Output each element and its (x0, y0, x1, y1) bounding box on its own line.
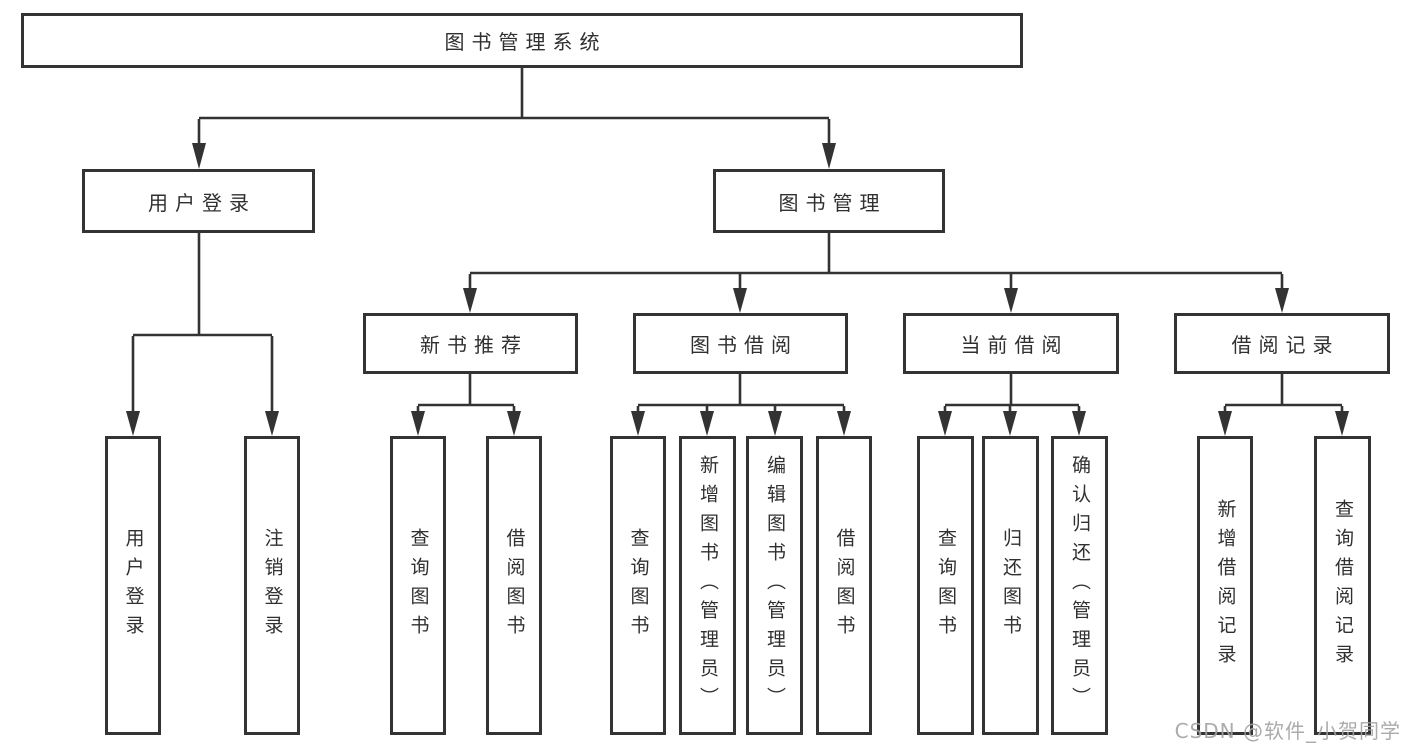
connector-root-to-level2 (197, 68, 831, 146)
leaf-label: 新增图书（管理员） (696, 455, 719, 716)
leaf-confirm-return-admin: 确认归还（管理员） (1051, 436, 1108, 735)
leaf-label: 归还图书 (999, 527, 1022, 644)
leaf-label: 查询图书 (627, 527, 650, 644)
arrowhead (507, 411, 521, 436)
leaf-query-borrow-record: 查询借阅记录 (1314, 436, 1371, 735)
leaf-edit-books-admin: 编辑图书（管理员） (746, 436, 803, 735)
connector-user-login-branch (131, 233, 274, 413)
connector-level3-splits (418, 374, 1342, 407)
leaf-add-borrow-record: 新增借阅记录 (1197, 436, 1253, 735)
leaf-label: 用户登录 (122, 527, 145, 644)
arrowhead (822, 143, 836, 169)
arrowhead (1004, 288, 1018, 313)
node-label: 用户登录 (148, 190, 256, 215)
arrowhead (1003, 411, 1017, 436)
node-label: 图书管理系统 (444, 30, 607, 54)
leaf-add-books-admin: 新增图书（管理员） (679, 436, 736, 735)
arrowhead (411, 411, 425, 436)
node-user-login: 用户登录 (82, 169, 315, 233)
leaf-query-books-recommend: 查询图书 (390, 436, 446, 735)
leaf-borrow-books: 借阅图书 (816, 436, 872, 735)
arrowhead (463, 288, 477, 313)
leaf-label: 注销登录 (261, 527, 284, 644)
connector-leaf-stems (416, 406, 1344, 414)
node-label: 借阅记录 (1231, 333, 1340, 357)
leaf-label: 编辑图书（管理员） (763, 455, 786, 716)
arrowhead (837, 411, 851, 436)
leaf-label: 查询图书 (407, 527, 430, 644)
node-label: 图书借阅 (690, 333, 798, 357)
node-book-management: 图书管理 (713, 169, 945, 233)
node-library-management-system: 图书管理系统 (21, 13, 1023, 68)
node-label: 新书推荐 (420, 333, 528, 357)
node-book-borrow: 图书借阅 (633, 313, 848, 374)
leaf-label: 借阅图书 (833, 527, 856, 644)
watermark: CSDN @软件_小贺同学 (1174, 719, 1401, 743)
node-current-borrow: 当前借阅 (903, 313, 1119, 374)
leaf-label: 新增借阅记录 (1214, 498, 1237, 673)
leaf-borrow-books-recommend: 借阅图书 (486, 436, 542, 735)
arrowhead (1335, 411, 1349, 436)
node-label: 图书管理 (778, 190, 887, 215)
arrowhead (265, 411, 279, 436)
arrowhead (768, 411, 782, 436)
leaf-return-books: 归还图书 (982, 436, 1039, 735)
arrowhead (700, 411, 714, 436)
node-new-book-recommend: 新书推荐 (363, 313, 578, 374)
arrowhead (938, 411, 952, 436)
leaf-query-books-current: 查询图书 (917, 436, 974, 735)
arrowhead (733, 288, 747, 313)
node-borrow-record: 借阅记录 (1174, 313, 1390, 374)
arrowhead (631, 411, 645, 436)
leaf-query-books-borrow: 查询图书 (610, 436, 666, 735)
leaf-user-login: 用户登录 (105, 436, 161, 735)
node-label: 当前借阅 (960, 333, 1069, 357)
arrowhead (1218, 411, 1232, 436)
arrowhead (1072, 411, 1086, 436)
leaf-logout: 注销登录 (244, 436, 300, 735)
leaf-label: 查询图书 (934, 527, 957, 644)
arrowhead (126, 411, 140, 436)
arrowhead (1275, 288, 1289, 313)
leaf-label: 查询借阅记录 (1331, 498, 1354, 673)
leaf-label: 确认归还（管理员） (1068, 455, 1091, 716)
leaf-label: 借阅图书 (503, 527, 526, 644)
connector-book-management-branch (468, 233, 1284, 291)
arrowhead (192, 143, 206, 169)
